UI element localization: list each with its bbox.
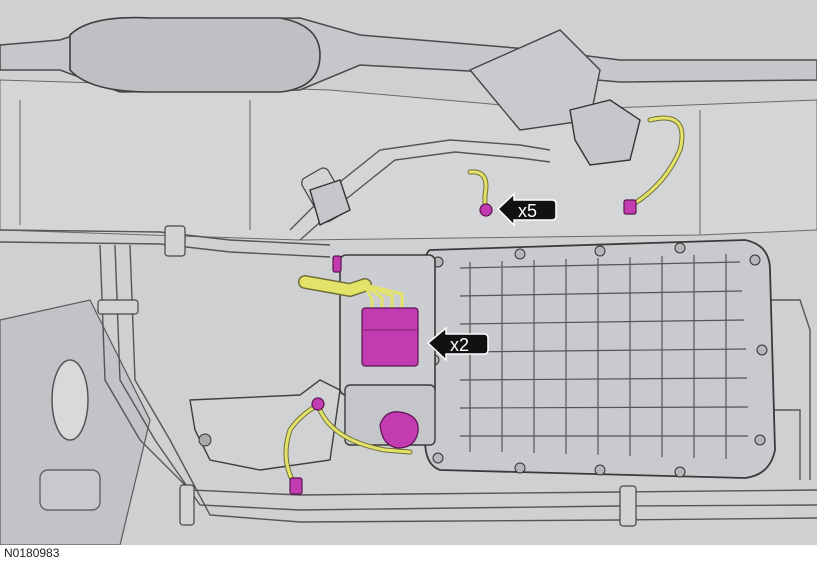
exhaust-bracket (468, 29, 601, 131)
figure-id: N0180983 (4, 546, 60, 560)
wire-module-lead (363, 283, 374, 312)
lower-loop-connector (311, 397, 325, 411)
wire-module-lead (363, 283, 404, 312)
wire-upper-right (630, 116, 684, 207)
round-connector (379, 411, 419, 449)
line-left-horizontal-1 (0, 229, 331, 246)
line-vertical-1 (99, 244, 301, 496)
line-right-side (760, 299, 811, 480)
bundle-connector (332, 255, 342, 273)
line-clip (164, 225, 186, 257)
wire-bundle-module (299, 276, 371, 296)
catalytic-converter (69, 16, 321, 93)
control-module-connector (361, 307, 419, 367)
floor-slot (39, 469, 101, 511)
line-clip (619, 485, 637, 527)
sensor-upper-right (569, 99, 641, 166)
line-vertical-2 (114, 244, 301, 511)
pan-grid (459, 254, 749, 459)
line-clip (179, 484, 195, 526)
upper-right-connector (623, 199, 637, 215)
callout-arrow (496, 192, 557, 227)
wire-upper-center (468, 170, 488, 214)
lower-left-connector (289, 477, 303, 495)
line-clip (97, 299, 139, 315)
underbody-diagram: x5 x2 (0, 0, 817, 545)
highlighted-connectors (289, 199, 637, 495)
callout-label: x2 (450, 335, 469, 355)
wire-module-lead (363, 283, 384, 312)
wire-lower-loop (284, 403, 412, 487)
pan-bolts (428, 242, 768, 478)
floor-oval-cutout (51, 359, 89, 441)
highlighted-wiring (283, 115, 685, 488)
callout-label: x5 (518, 201, 537, 221)
sensor-upper-left (309, 179, 351, 227)
callout-x2: x2 (426, 326, 489, 362)
transmission-pan (424, 239, 776, 479)
callout-x5: x5 (496, 192, 557, 227)
upper-harness-connector (479, 203, 493, 217)
line-vertical-3 (129, 244, 301, 523)
bracket-hole (198, 433, 212, 447)
line-left-horizontal-2 (0, 241, 331, 258)
callout-arrow (426, 326, 489, 362)
